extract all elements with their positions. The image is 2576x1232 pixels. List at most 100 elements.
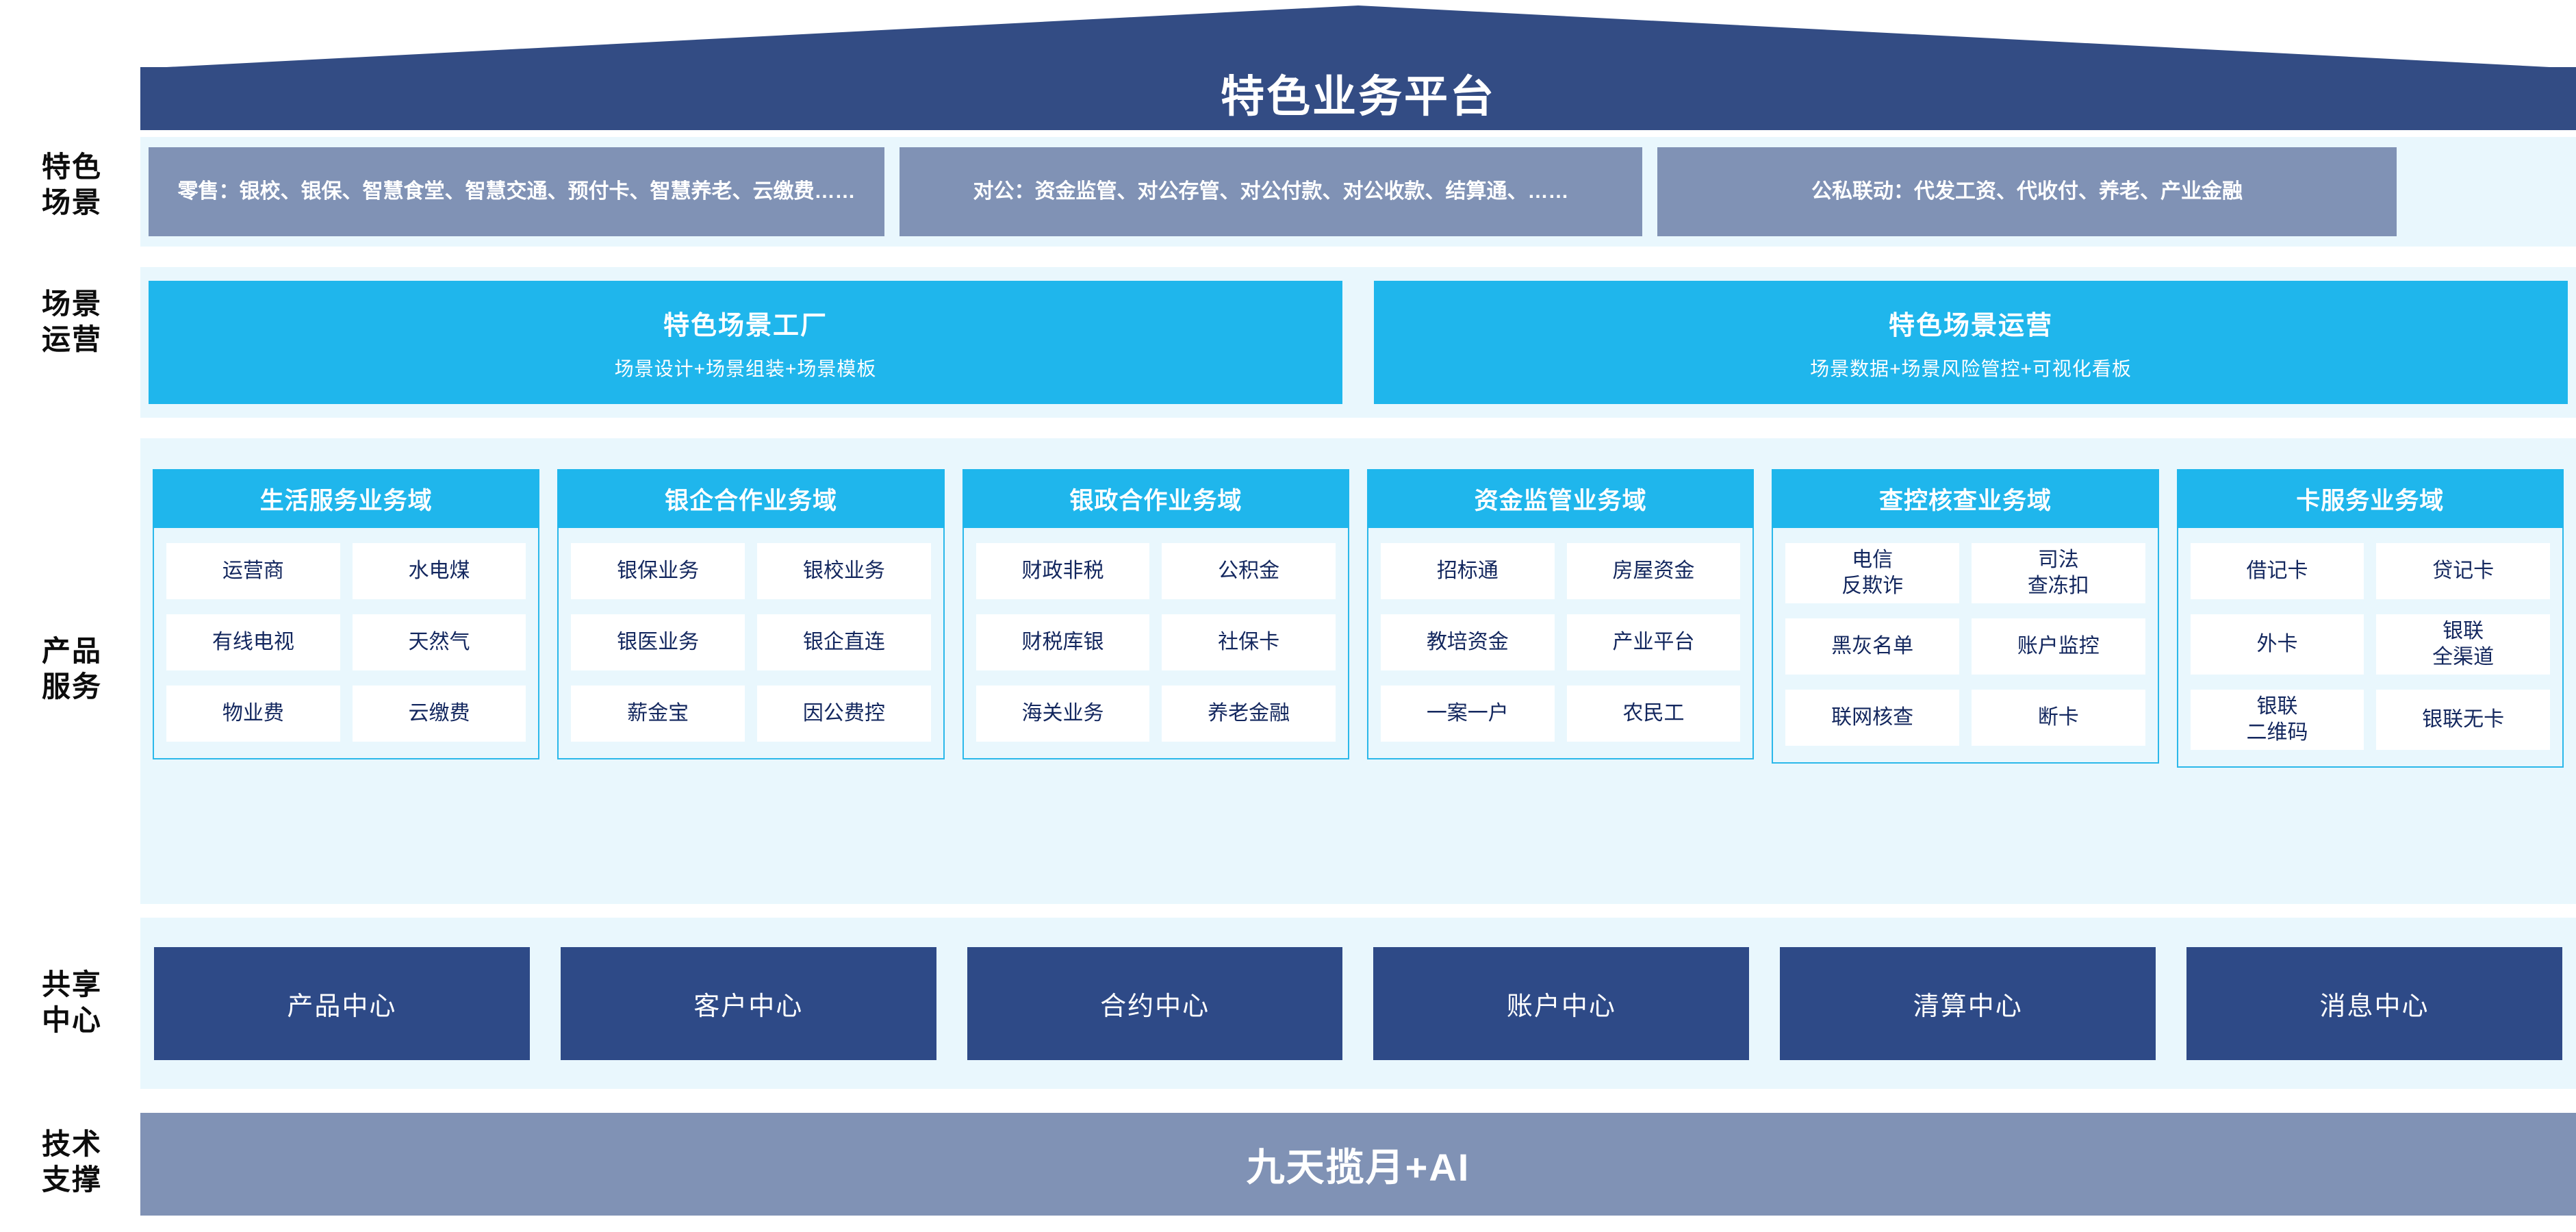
tech-support-band: 九天揽月+AI xyxy=(140,1113,2576,1216)
domain-tile[interactable]: 银联 全渠道 xyxy=(2376,614,2550,675)
domain-tile-row: 财政非税公积金 xyxy=(975,543,1336,599)
domain-column: 资金监管业务域招标通房屋资金教培资金产业平台一案一户农民工 xyxy=(1366,469,1755,759)
domain-body: 运营商水电煤有线电视天然气物业费云缴费 xyxy=(153,528,540,759)
row-label-scene: 特色 场景 xyxy=(41,151,102,218)
domain-tile[interactable]: 银联 二维码 xyxy=(2190,690,2364,750)
domain-tile[interactable]: 借记卡 xyxy=(2190,543,2364,599)
domain-tile[interactable]: 银企直连 xyxy=(757,614,931,670)
domain-tile[interactable]: 公积金 xyxy=(1162,543,1336,599)
domain-tile-row: 运营商水电煤 xyxy=(166,543,526,599)
domain-tile[interactable]: 因公费控 xyxy=(757,686,931,742)
domain-tile-row: 银医业务银企直连 xyxy=(571,614,931,670)
domain-tile[interactable]: 房屋资金 xyxy=(1566,543,1741,599)
domain-tile[interactable]: 教培资金 xyxy=(1380,614,1555,670)
shared-center-box[interactable]: 客户中心 xyxy=(560,946,936,1060)
domain-tile[interactable]: 贷记卡 xyxy=(2376,543,2550,599)
domain-title[interactable]: 卡服务业务域 xyxy=(2176,469,2564,528)
domain-body: 财政非税公积金财税库银社保卡海关业务养老金融 xyxy=(962,528,1349,759)
domain-tile[interactable]: 云缴费 xyxy=(352,686,526,742)
shared-center-list: 产品中心客户中心合约中心账户中心清算中心消息中心 xyxy=(140,918,2576,1089)
domain-tile[interactable]: 财政非税 xyxy=(975,543,1150,599)
domain-tile[interactable]: 电信 反欺诈 xyxy=(1785,543,1959,603)
operation-band: 特色场景工厂 场景设计+场景组装+场景模板 特色场景运营 场景数据+场景风险管控… xyxy=(140,267,2576,418)
platform-roof: 特色业务平台 xyxy=(140,5,2576,130)
row-label-product: 产品 服务 xyxy=(41,635,102,703)
domain-tile[interactable]: 有线电视 xyxy=(166,614,340,670)
shared-center-band: 产品中心客户中心合约中心账户中心清算中心消息中心 xyxy=(140,918,2576,1089)
domain-tile[interactable]: 银保业务 xyxy=(571,543,745,599)
domain-body: 招标通房屋资金教培资金产业平台一案一户农民工 xyxy=(1366,528,1755,759)
roof-base-bar xyxy=(140,67,2576,130)
scene-box-retail[interactable]: 零售：银校、银保、智慧食堂、智慧交通、预付卡、智慧养老、云缴费…… xyxy=(149,147,884,236)
domain-tile[interactable]: 社保卡 xyxy=(1162,614,1336,670)
domain-tile[interactable]: 招标通 xyxy=(1380,543,1555,599)
domain-tile[interactable]: 联网核查 xyxy=(1785,690,1959,746)
row-label-operation: 场景 运营 xyxy=(41,288,102,355)
domain-tile[interactable]: 水电煤 xyxy=(352,543,526,599)
operation-card-factory[interactable]: 特色场景工厂 场景设计+场景组装+场景模板 xyxy=(149,281,1342,404)
roof-triangle-shape xyxy=(140,5,2576,68)
row-label-tech: 技术 支撑 xyxy=(41,1128,102,1196)
domain-tile[interactable]: 物业费 xyxy=(166,686,340,742)
operation-card-subtitle: 场景设计+场景组装+场景模板 xyxy=(614,357,877,379)
domain-tile[interactable]: 外卡 xyxy=(2190,614,2364,675)
domain-tile[interactable]: 运营商 xyxy=(166,543,340,599)
domain-tile[interactable]: 养老金融 xyxy=(1162,686,1336,742)
shared-center-box[interactable]: 账户中心 xyxy=(1373,946,1750,1060)
domain-tile[interactable]: 银医业务 xyxy=(571,614,745,670)
domain-tile-row: 物业费云缴费 xyxy=(166,686,526,742)
domain-tile[interactable]: 账户监控 xyxy=(1971,618,2145,675)
tech-support-label: 九天揽月+AI xyxy=(1246,1145,1470,1189)
shared-center-box[interactable]: 消息中心 xyxy=(2186,946,2562,1060)
domain-title[interactable]: 资金监管业务域 xyxy=(1366,469,1755,528)
domain-tile-row: 银保业务银校业务 xyxy=(571,543,931,599)
domain-tile-row: 海关业务养老金融 xyxy=(975,686,1336,742)
domain-tile[interactable]: 天然气 xyxy=(352,614,526,670)
operation-card-subtitle: 场景数据+场景风险管控+可视化看板 xyxy=(1810,357,2132,379)
scene-box-corporate[interactable]: 对公：资金监管、对公存管、对公付款、对公收款、结算通、…… xyxy=(900,147,1642,236)
domain-body: 银保业务银校业务银医业务银企直连薪金宝因公费控 xyxy=(557,528,945,759)
domain-tile-row: 联网核查断卡 xyxy=(1785,690,2145,746)
scene-box-linkage[interactable]: 公私联动：代发工资、代收付、养老、产业金融 xyxy=(1657,147,2397,236)
shared-center-box[interactable]: 合约中心 xyxy=(967,946,1343,1060)
domain-tile-row: 借记卡贷记卡 xyxy=(2190,543,2550,599)
domain-title[interactable]: 生活服务业务域 xyxy=(153,469,540,528)
domain-tile[interactable]: 司法 查冻扣 xyxy=(1971,543,2145,603)
domain-tile-row: 财税库银社保卡 xyxy=(975,614,1336,670)
domain-tile[interactable]: 薪金宝 xyxy=(571,686,745,742)
domain-tile[interactable]: 海关业务 xyxy=(975,686,1150,742)
page-title: 特色业务平台 xyxy=(1221,72,1496,121)
domain-tile[interactable]: 断卡 xyxy=(1971,690,2145,746)
domain-tile-row: 黑灰名单账户监控 xyxy=(1785,618,2145,675)
domain-tile-row: 薪金宝因公费控 xyxy=(571,686,931,742)
domain-tile[interactable]: 产业平台 xyxy=(1566,614,1741,670)
domain-tile-row: 电信 反欺诈司法 查冻扣 xyxy=(1785,543,2145,603)
domain-column: 卡服务业务域借记卡贷记卡外卡银联 全渠道银联 二维码银联无卡 xyxy=(2176,469,2564,768)
product-band: 生活服务业务域运营商水电煤有线电视天然气物业费云缴费银企合作业务域银保业务银校业… xyxy=(140,438,2576,904)
operation-card-operation[interactable]: 特色场景运营 场景数据+场景风险管控+可视化看板 xyxy=(1374,281,2568,404)
domain-body: 借记卡贷记卡外卡银联 全渠道银联 二维码银联无卡 xyxy=(2176,528,2564,768)
domain-tile-row: 有线电视天然气 xyxy=(166,614,526,670)
domain-tile-row: 银联 二维码银联无卡 xyxy=(2190,690,2550,750)
domain-tile[interactable]: 一案一户 xyxy=(1380,686,1555,742)
domain-tile[interactable]: 农民工 xyxy=(1566,686,1741,742)
domain-tile[interactable]: 银联无卡 xyxy=(2376,690,2550,750)
shared-center-box[interactable]: 产品中心 xyxy=(154,946,530,1060)
domain-tile-row: 教培资金产业平台 xyxy=(1380,614,1741,670)
domain-tile[interactable]: 银校业务 xyxy=(757,543,931,599)
domain-title[interactable]: 银政合作业务域 xyxy=(962,469,1349,528)
domain-tile[interactable]: 黑灰名单 xyxy=(1785,618,1959,675)
domain-tile[interactable]: 财税库银 xyxy=(975,614,1150,670)
domain-body: 电信 反欺诈司法 查冻扣黑灰名单账户监控联网核查断卡 xyxy=(1772,528,2159,764)
domain-title[interactable]: 查控核查业务域 xyxy=(1772,469,2159,528)
domain-title[interactable]: 银企合作业务域 xyxy=(557,469,945,528)
domain-column: 查控核查业务域电信 反欺诈司法 查冻扣黑灰名单账户监控联网核查断卡 xyxy=(1772,469,2159,764)
domain-tile-row: 招标通房屋资金 xyxy=(1380,543,1741,599)
shared-center-box[interactable]: 清算中心 xyxy=(1780,946,2156,1060)
row-label-shared: 共享 中心 xyxy=(41,968,102,1036)
scene-band: 零售：银校、银保、智慧食堂、智慧交通、预付卡、智慧养老、云缴费…… 对公：资金监… xyxy=(140,137,2576,247)
domain-column: 生活服务业务域运营商水电煤有线电视天然气物业费云缴费 xyxy=(153,469,540,759)
domain-tile-row: 外卡银联 全渠道 xyxy=(2190,614,2550,675)
operation-card-title: 特色场景工厂 xyxy=(663,311,828,340)
